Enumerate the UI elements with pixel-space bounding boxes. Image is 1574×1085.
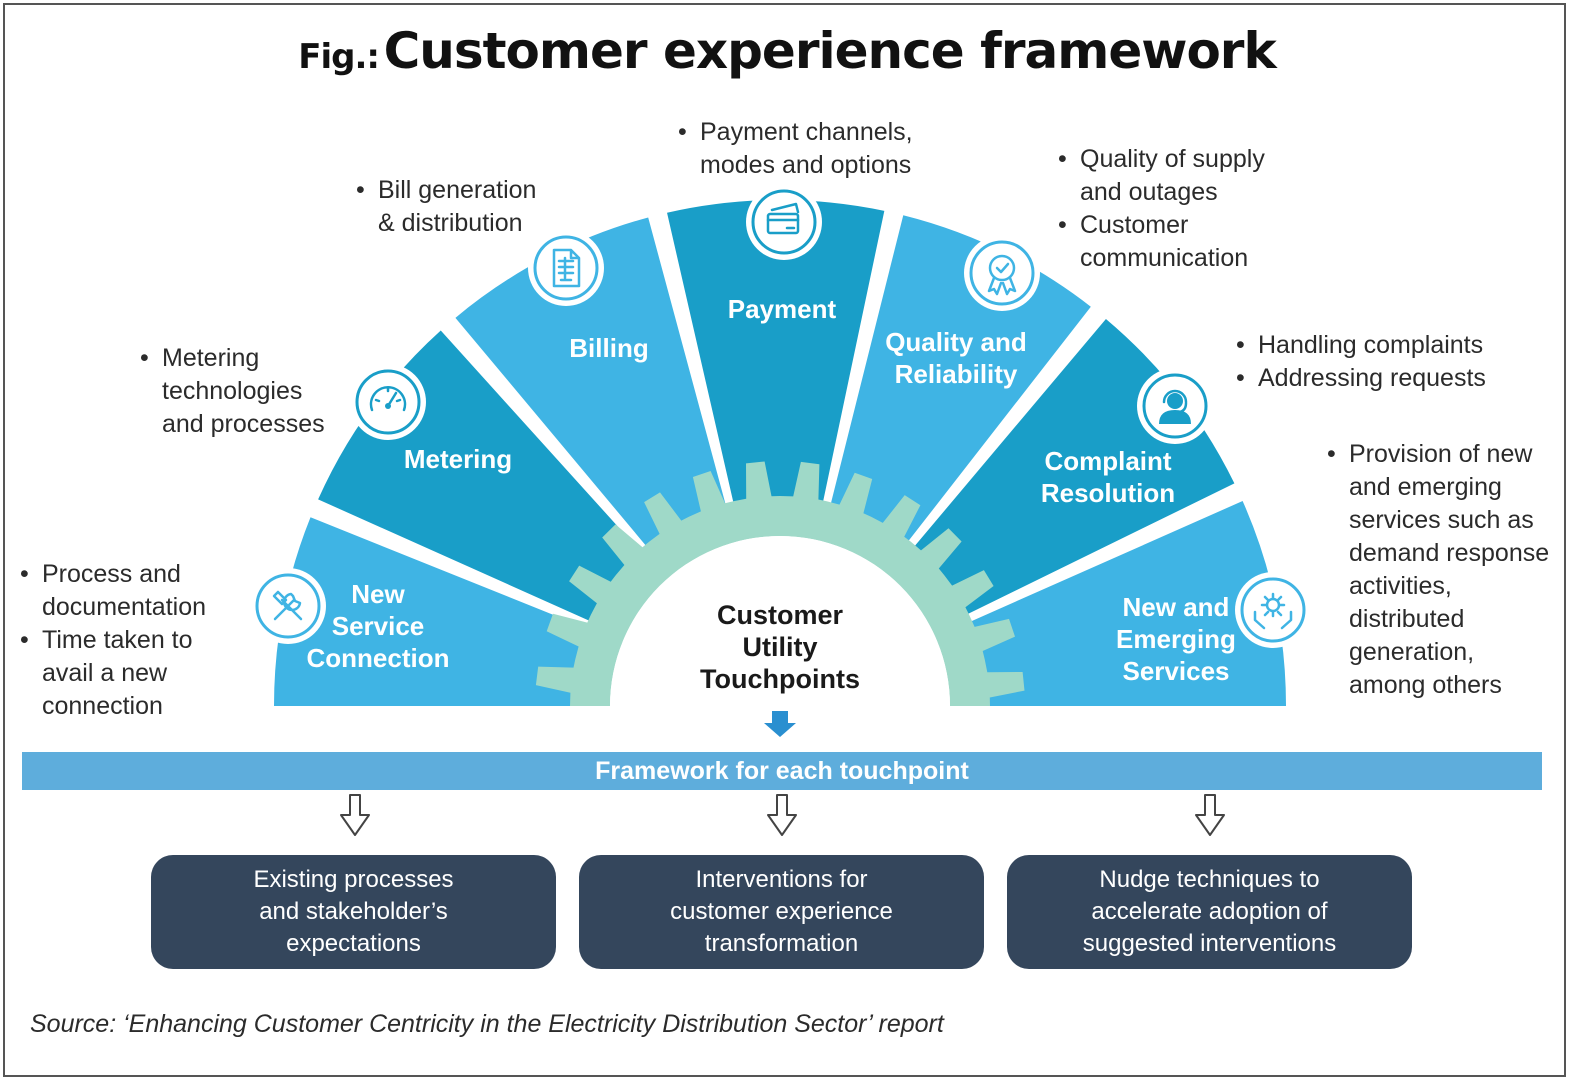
segment-label-emerging: New and	[1123, 592, 1230, 622]
figure-prefix: Fig.:	[298, 37, 380, 77]
segment-label-complaint: Resolution	[1041, 478, 1175, 508]
segment-label-new-service: Connection	[307, 643, 450, 673]
center-label-line: Utility	[742, 632, 817, 662]
bullets-payment: Payment channels,modes and options	[678, 116, 913, 182]
gear-shape	[535, 461, 1025, 706]
segment-label-quality: Reliability	[895, 359, 1018, 389]
segment-label-new-service: New	[351, 579, 405, 609]
segment-label-new-service: Service	[332, 611, 425, 641]
segment-billing	[455, 217, 728, 553]
down-arrow-icon	[764, 711, 796, 737]
segment-label-complaint: Complaint	[1044, 446, 1171, 476]
award-badge-icon	[964, 235, 1040, 311]
gear-hands-icon	[1235, 572, 1311, 648]
figure-title-text: Customer experience framework	[383, 22, 1277, 80]
figure-title: Fig.: Customer experience framework	[0, 22, 1574, 80]
figure-border	[3, 3, 1566, 1077]
bullets-billing: Bill generation& distribution	[356, 174, 536, 240]
segment-label-payment: Payment	[728, 294, 837, 324]
segment-payment	[667, 200, 885, 512]
hollow-down-arrow-icon	[767, 794, 797, 836]
bullets-complaint: Handling complaintsAddressing requests	[1236, 329, 1486, 395]
center-label-line: Touchpoints	[700, 664, 860, 694]
bullet-item: Addressing requests	[1236, 362, 1486, 395]
source-caption: Source: ‘Enhancing Customer Centricity i…	[30, 1010, 944, 1038]
speedometer-icon	[350, 364, 426, 440]
icon-layer	[250, 184, 1311, 648]
segment-new-service	[274, 517, 595, 706]
bullet-item: Handling complaints	[1236, 329, 1486, 362]
headset-agent-icon	[1137, 368, 1213, 444]
hollow-down-arrow-icon	[1195, 794, 1225, 836]
segment-label-metering: Metering	[404, 444, 512, 474]
segment-label-emerging: Services	[1123, 656, 1230, 686]
framework-bar-label: Framework for each touchpoint	[595, 757, 969, 785]
segment-label-quality: Quality and	[885, 327, 1027, 357]
credit-card-icon	[746, 184, 822, 260]
segment-emerging	[962, 500, 1286, 706]
segment-label-billing: Billing	[569, 333, 648, 363]
gear-body	[535, 461, 1025, 706]
hollow-down-arrow-icon	[340, 794, 370, 836]
center-label-line: Customer	[717, 600, 844, 630]
segment-label-emerging: Emerging	[1116, 624, 1236, 654]
framework-bar	[22, 752, 1542, 790]
arrow-layer	[22, 711, 1542, 836]
gear-hole	[610, 536, 950, 706]
bill-document-icon	[528, 230, 604, 306]
bullets-new-service: Process anddocumentationTime taken toava…	[20, 558, 206, 723]
bullet-item: Bill generation& distribution	[356, 174, 536, 240]
bullet-item: Payment channels,modes and options	[678, 116, 913, 182]
tools-icon	[250, 568, 326, 644]
